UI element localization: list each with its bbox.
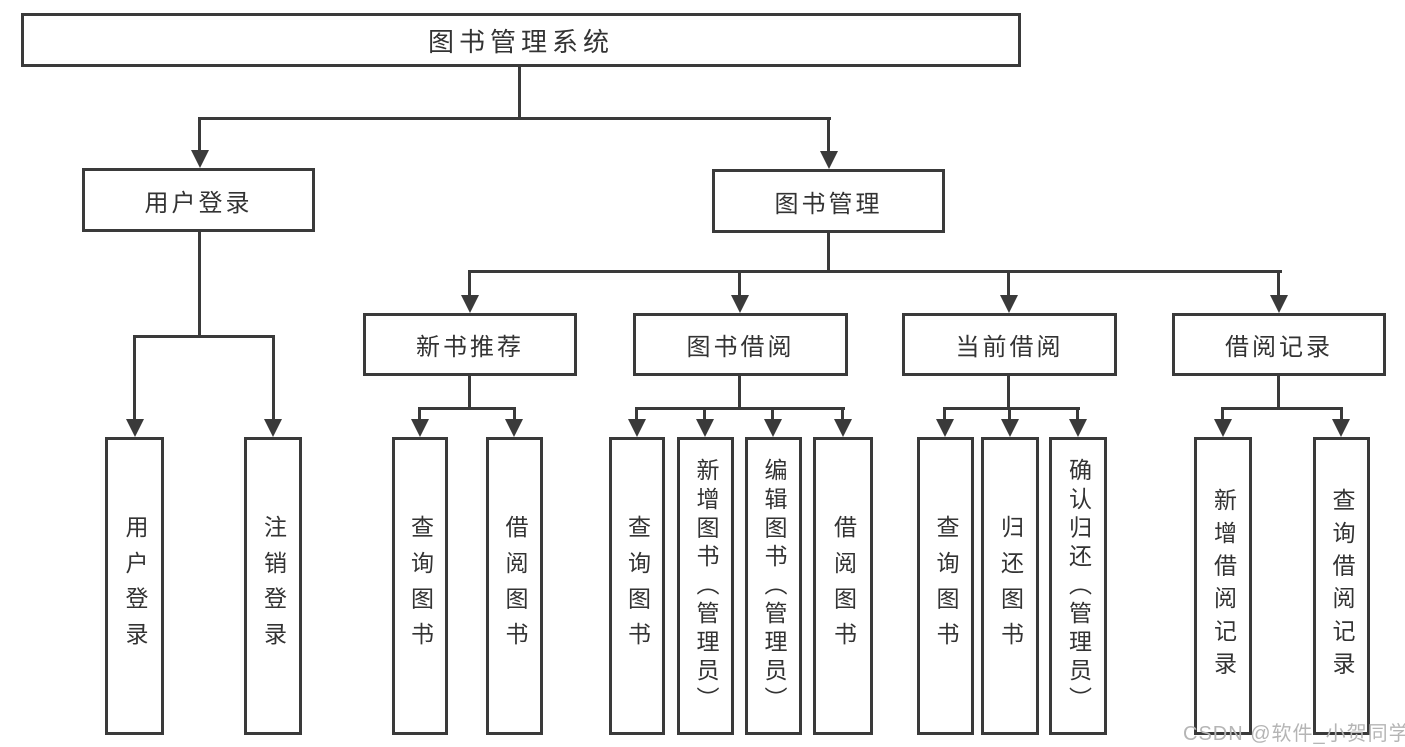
arrow-down-icon [1214, 419, 1232, 437]
arrow-down-icon [696, 419, 714, 437]
leaf-label: 查询图书 [407, 514, 434, 658]
node-new-book-recommend: 新书推荐 [363, 313, 577, 376]
connector-line [1221, 407, 1224, 419]
node-label: 图书管理系统 [427, 26, 614, 57]
node-label: 图书借阅 [686, 334, 795, 361]
leaf-label: 借阅图书 [502, 514, 528, 658]
connector-line [418, 407, 516, 410]
arrow-down-icon [1000, 295, 1018, 313]
arrow-down-icon [834, 419, 852, 437]
connector-line [1007, 376, 1010, 407]
leaf-label: 借阅图书 [830, 514, 857, 658]
leaf-borrow-books-1: 借阅图书 [486, 437, 543, 735]
arrow-down-icon [936, 419, 954, 437]
connector-line [1340, 407, 1343, 419]
arrow-down-icon [461, 295, 479, 313]
connector-line [518, 67, 521, 117]
arrow-down-icon [1001, 419, 1019, 437]
arrow-down-icon [628, 419, 646, 437]
csdn-watermark: CSDN @软件_小贺同学 [1183, 723, 1405, 745]
node-borrow-records: 借阅记录 [1172, 313, 1386, 376]
leaf-confirm-return-admin: 确认归还（管理员） [1049, 437, 1107, 735]
node-label: 图书管理 [774, 190, 883, 218]
connector-line [133, 335, 136, 419]
connector-line [1076, 407, 1079, 419]
leaf-label: 编辑图书（管理员） [761, 457, 787, 715]
connector-line [198, 117, 201, 151]
leaf-borrow-books-2: 借阅图书 [813, 437, 873, 735]
connector-line [738, 270, 741, 295]
connector-line [1277, 376, 1280, 407]
connector-line [771, 407, 774, 419]
arrow-down-icon [1332, 419, 1350, 437]
connector-line [133, 335, 275, 338]
arrow-down-icon [191, 150, 209, 168]
node-label: 当前借阅 [955, 334, 1064, 361]
connector-line [272, 335, 275, 419]
node-book-management: 图书管理 [712, 169, 945, 233]
connector-line [513, 407, 516, 419]
node-current-borrow: 当前借阅 [902, 313, 1117, 376]
connector-line [468, 270, 471, 295]
connector-line [827, 233, 830, 270]
connector-line [468, 270, 1282, 273]
leaf-add-borrow-record: 新增借阅记录 [1194, 437, 1252, 735]
leaf-add-books-admin: 新增图书（管理员） [677, 437, 734, 735]
connector-line [1008, 407, 1011, 419]
leaf-label: 新增图书（管理员） [693, 457, 719, 715]
connector-line [1277, 270, 1280, 295]
node-label: 用户登录 [144, 189, 253, 217]
leaf-label: 归还图书 [997, 514, 1024, 658]
node-book-borrow: 图书借阅 [633, 313, 848, 376]
connector-line [1007, 270, 1010, 295]
connector-line [703, 407, 706, 419]
leaf-user-login: 用户登录 [105, 437, 164, 735]
arrow-down-icon [126, 419, 144, 437]
arrow-down-icon [820, 151, 838, 169]
arrow-down-icon [411, 419, 429, 437]
connector-line [943, 407, 1080, 410]
connector-line [738, 376, 741, 407]
arrow-down-icon [731, 295, 749, 313]
connector-line [1221, 407, 1343, 410]
leaf-label: 确认归还（管理员） [1065, 457, 1092, 715]
connector-line [635, 407, 845, 410]
node-user-login: 用户登录 [82, 168, 315, 232]
connector-line [635, 407, 638, 419]
leaf-edit-books-admin: 编辑图书（管理员） [745, 437, 802, 735]
arrow-down-icon [1270, 295, 1288, 313]
node-library-management-system: 图书管理系统 [21, 13, 1021, 67]
node-label: 借阅记录 [1225, 334, 1333, 361]
leaf-return-books: 归还图书 [981, 437, 1039, 735]
connector-line [468, 376, 471, 407]
node-label: 新书推荐 [416, 334, 524, 361]
leaf-label: 用户登录 [122, 514, 148, 658]
connector-line [418, 407, 421, 419]
leaf-query-books-3: 查询图书 [917, 437, 974, 735]
arrow-down-icon [1069, 419, 1087, 437]
connector-line [198, 232, 201, 335]
arrow-down-icon [505, 419, 523, 437]
leaf-query-books-2: 查询图书 [609, 437, 665, 735]
arrow-down-icon [264, 419, 282, 437]
connector-line [841, 407, 844, 419]
connector-line [943, 407, 946, 419]
leaf-logout: 注销登录 [244, 437, 302, 735]
leaf-label: 查询借阅记录 [1329, 488, 1355, 684]
leaf-query-borrow-record: 查询借阅记录 [1313, 437, 1370, 735]
leaf-label: 查询图书 [933, 514, 959, 658]
arrow-down-icon [764, 419, 782, 437]
leaf-label: 新增借阅记录 [1210, 488, 1237, 684]
connector-line [198, 117, 831, 120]
connector-line [827, 117, 830, 152]
leaf-label: 注销登录 [260, 514, 287, 658]
leaf-label: 查询图书 [624, 514, 651, 658]
leaf-query-books-1: 查询图书 [392, 437, 448, 735]
